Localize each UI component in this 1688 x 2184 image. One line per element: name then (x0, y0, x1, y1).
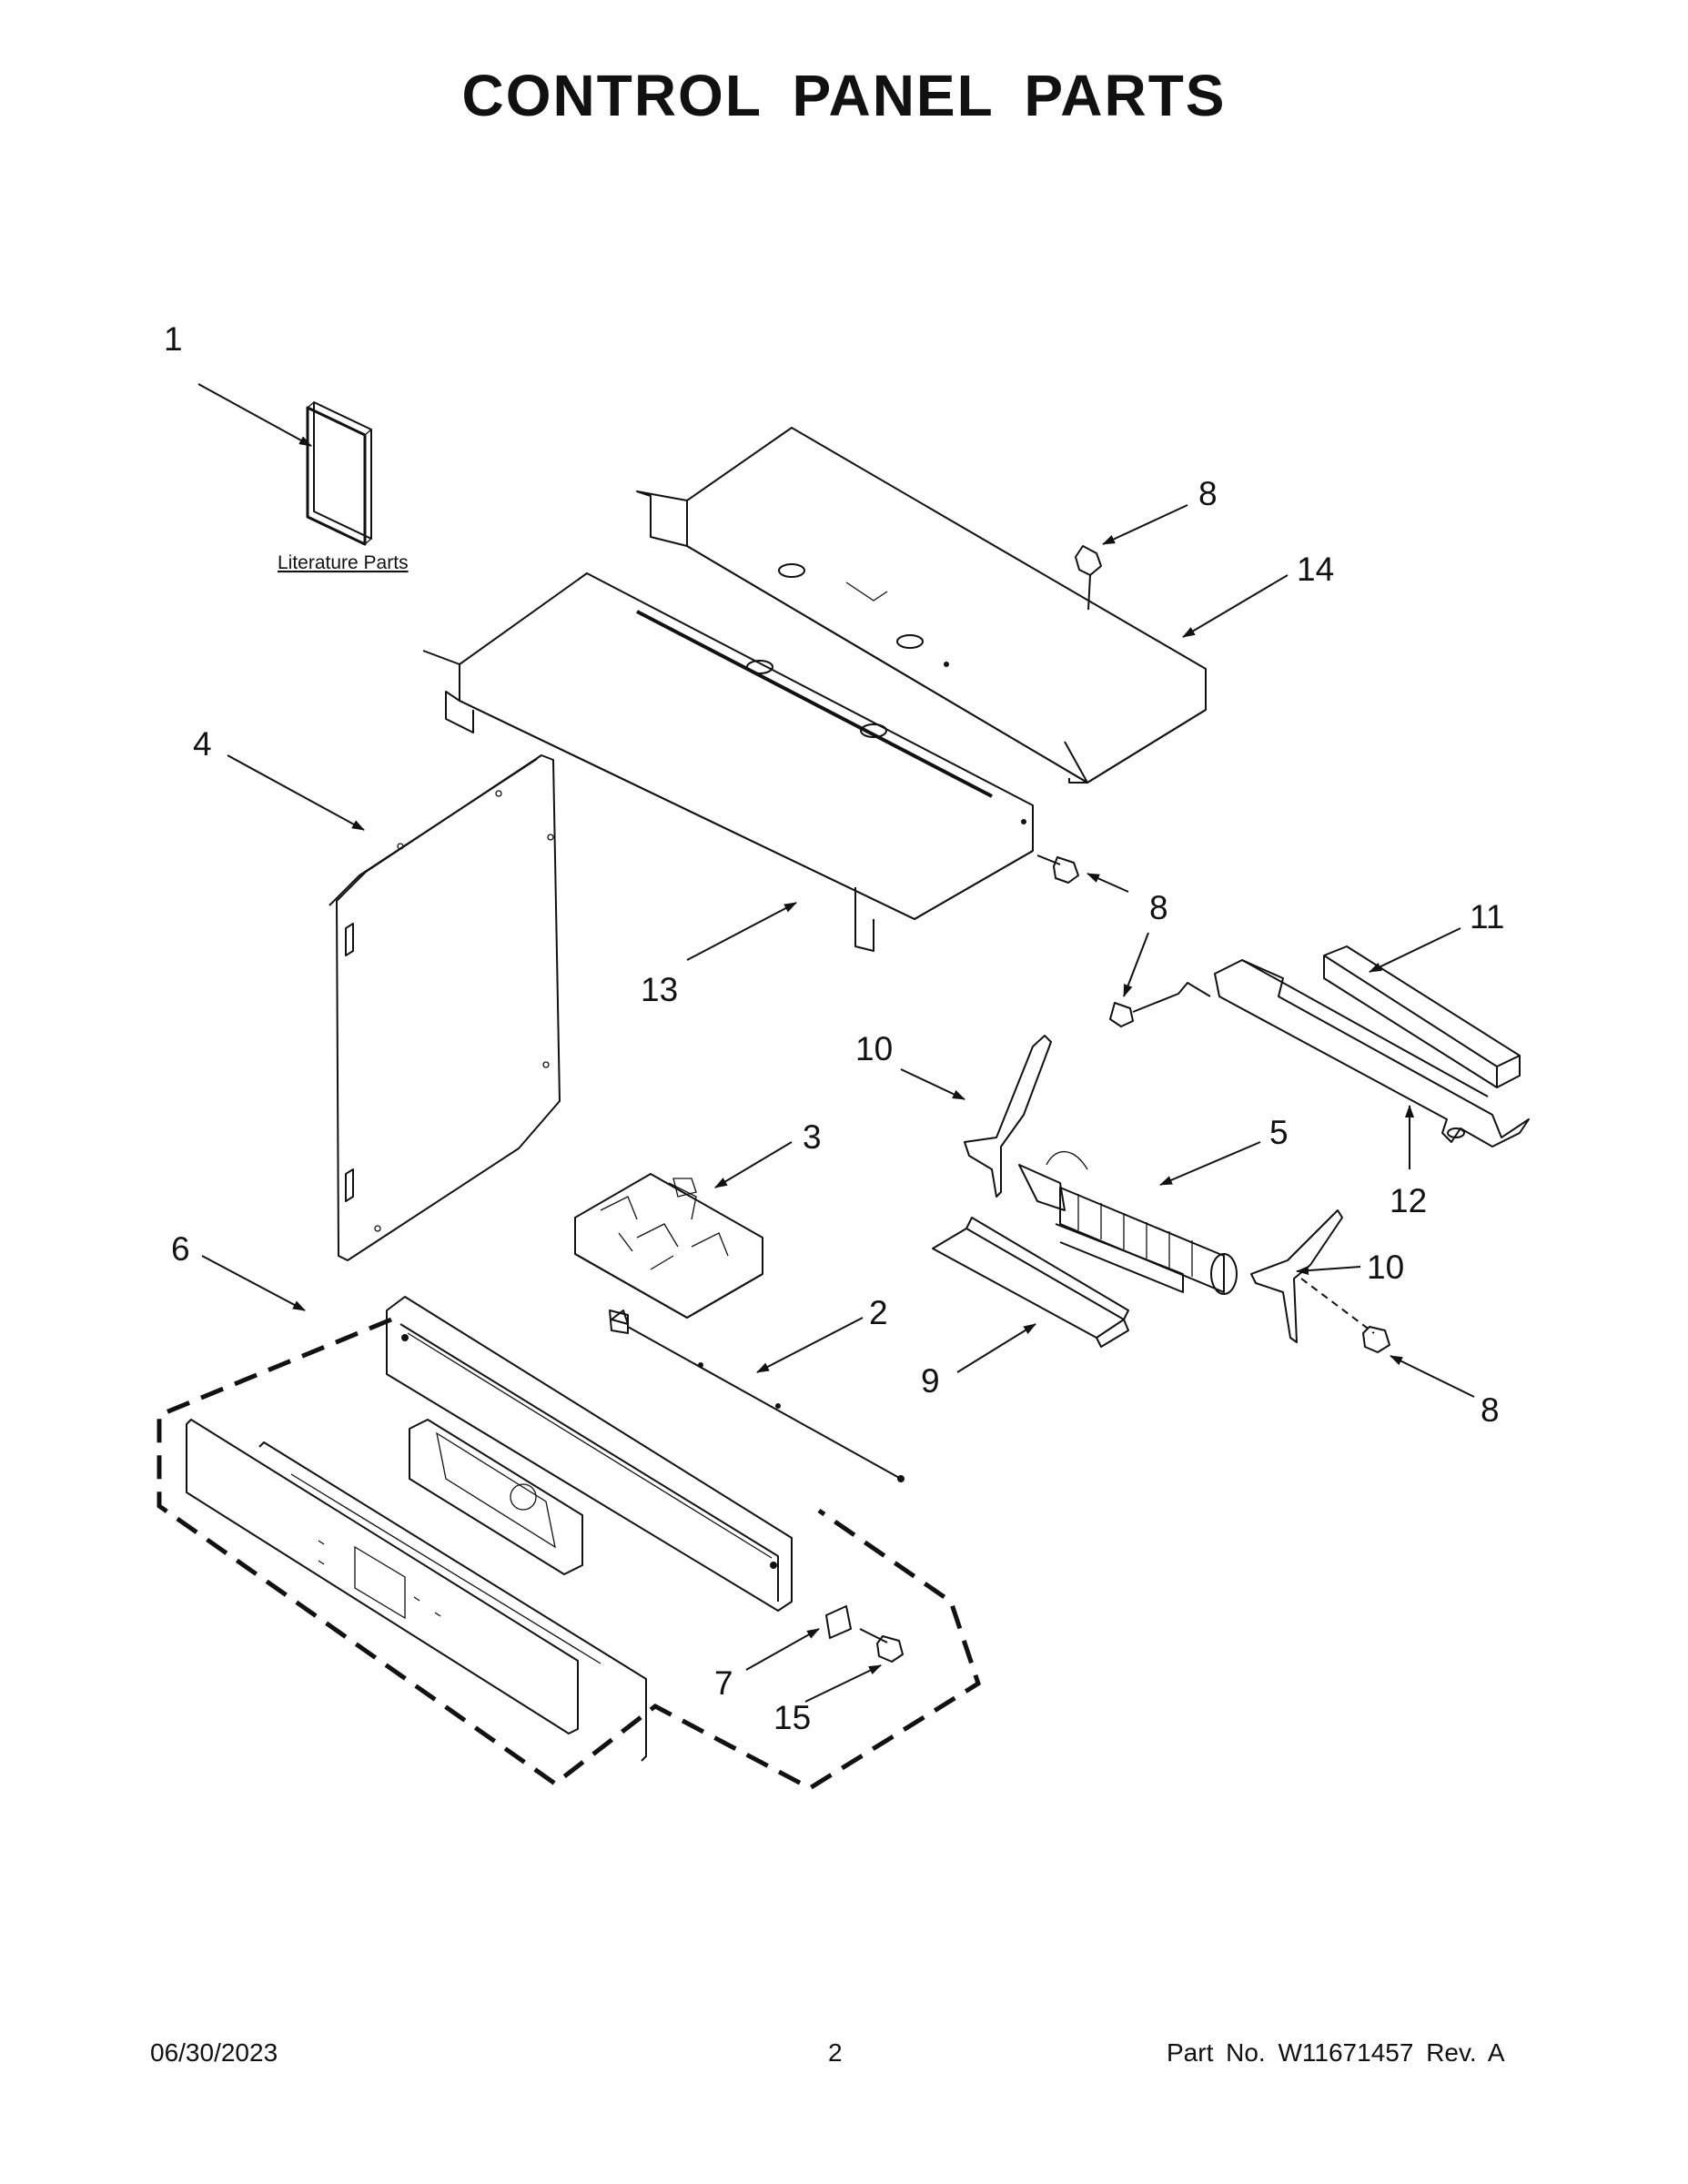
page-title: CONTROL PANEL PARTS (461, 63, 1227, 128)
literature-parts-label: Literature Parts (278, 552, 409, 573)
screw-15 (859, 1628, 904, 1663)
bracket-10-right (1250, 1209, 1343, 1343)
callout-13: 13 (641, 971, 678, 1008)
callout-11: 11 (1470, 898, 1504, 935)
callout-8-middle: 8 (1149, 889, 1168, 926)
upper-channel-14 (636, 427, 1207, 784)
deflector-9 (932, 1217, 1129, 1348)
callout-7: 7 (714, 1664, 733, 1702)
leader-lines (197, 383, 1475, 1703)
callout-3: 3 (803, 1118, 822, 1156)
control-board-3 (574, 1173, 763, 1325)
blower-5 (1018, 1150, 1238, 1295)
callout-4: 4 (193, 725, 212, 763)
callout-8-bottom: 8 (1481, 1391, 1500, 1429)
console-frame (386, 1296, 793, 1612)
callout-1: 1 (164, 320, 183, 358)
literature-booklet (306, 401, 372, 546)
callout-8-top: 8 (1198, 475, 1218, 512)
lower-channel-13 (422, 572, 1034, 952)
glass-panel (186, 1419, 579, 1734)
strip-11 (1323, 945, 1521, 1088)
callout-10-left: 10 (855, 1030, 893, 1067)
footer-date: 06/30/2023 (150, 2038, 278, 2067)
screw-8-top (1075, 545, 1102, 611)
bracket-7 (825, 1605, 852, 1639)
callout-14: 14 (1297, 551, 1334, 588)
screw-8-middle (1036, 854, 1079, 884)
insulation-panel-4 (329, 754, 561, 1261)
callout-12: 12 (1390, 1182, 1427, 1219)
callout-6: 6 (171, 1230, 190, 1268)
wire-harness-2 (609, 1309, 905, 1482)
footer-part-number: Part No. W11671457 Rev. A (1167, 2038, 1505, 2067)
display-module (409, 1419, 583, 1575)
callout-5: 5 (1269, 1114, 1289, 1151)
screw-8-bracket (1109, 982, 1211, 1027)
callout-2: 2 (869, 1294, 888, 1331)
touch-strip (258, 1441, 647, 1762)
bracket-12 (1214, 959, 1530, 1148)
footer-page-number: 2 (828, 2038, 843, 2067)
callout-9: 9 (921, 1362, 940, 1400)
callout-15: 15 (773, 1699, 811, 1736)
screw-8-bottom (1300, 1278, 1390, 1353)
assembly-outline-6 (157, 1317, 981, 1791)
bracket-10-left (964, 1035, 1052, 1198)
callout-10-right: 10 (1367, 1249, 1404, 1286)
